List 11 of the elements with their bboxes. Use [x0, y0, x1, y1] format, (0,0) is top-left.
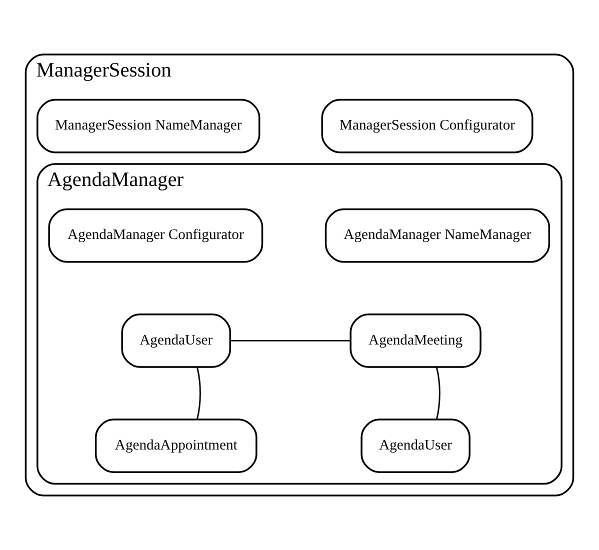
node-box: AgendaMeeting	[350, 314, 482, 368]
node-box: ManagerSession NameManager	[36, 98, 260, 154]
node-box: AgendaUser	[121, 314, 232, 368]
node-box: ManagerSession Configurator	[321, 98, 534, 154]
connector	[436, 367, 440, 420]
connector	[230, 340, 350, 342]
connector	[196, 367, 201, 420]
node-box: AgendaManager NameManager	[324, 208, 550, 263]
node-box: AgendaManager Configurator	[48, 208, 264, 263]
node-box: AgendaUser	[360, 418, 470, 473]
node-box: AgendaAppointment	[94, 418, 258, 473]
